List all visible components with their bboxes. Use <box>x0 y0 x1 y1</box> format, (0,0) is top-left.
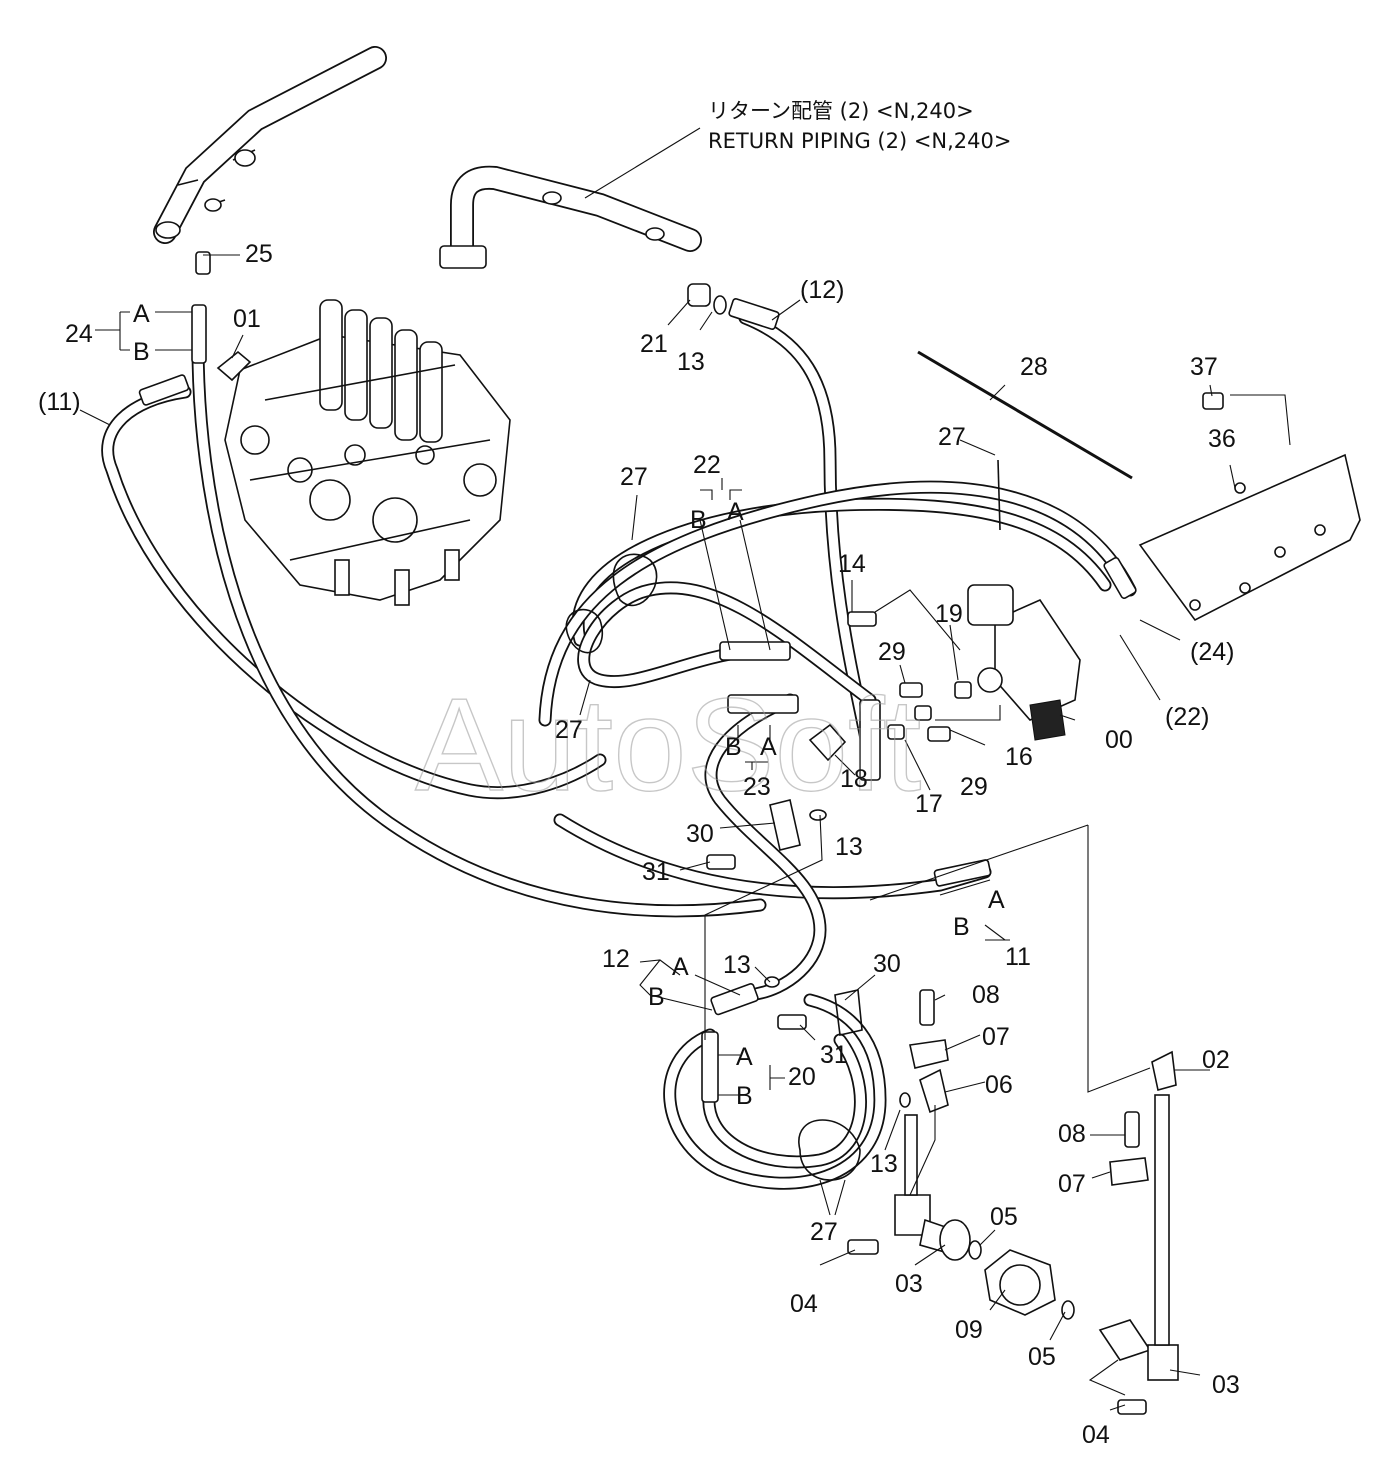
label-27-mid: 27 <box>555 716 583 744</box>
label-22-b: B <box>690 506 707 534</box>
label-22-a: A <box>727 498 744 526</box>
label-22-ref: (22) <box>1165 703 1209 731</box>
label-29-top: 29 <box>878 638 906 666</box>
label-24-b: B <box>133 338 150 366</box>
control-valve-assembly <box>224 299 511 606</box>
label-03-left: 03 <box>895 1270 923 1298</box>
watermark: AutoSoft <box>415 671 921 818</box>
label-12-b: B <box>648 983 665 1011</box>
label-11-b: B <box>953 913 970 941</box>
label-12: 12 <box>602 945 630 973</box>
label-01: 01 <box>233 305 261 333</box>
label-13-lower: 13 <box>723 951 751 979</box>
label-09: 09 <box>955 1316 983 1344</box>
label-28: 28 <box>1020 353 1048 381</box>
label-24-a: A <box>133 300 150 328</box>
hose-11-left <box>101 385 607 800</box>
label-03-right: 03 <box>1212 1371 1240 1399</box>
label-23-b: B <box>725 733 742 761</box>
label-24: 24 <box>65 320 93 348</box>
label-29-bottom: 29 <box>960 773 988 801</box>
label-27-left: 27 <box>620 463 648 491</box>
label-16: 16 <box>1005 743 1033 771</box>
hose-24-right <box>538 480 1137 727</box>
hose-22 <box>571 497 1112 647</box>
label-11-ref: (11) <box>38 388 81 416</box>
note-return-piping-ja: リターン配管 (2) <N,240> <box>708 99 974 123</box>
tee-fitting-03-right <box>1098 1094 1179 1381</box>
label-17: 17 <box>915 790 943 818</box>
hose-12-upper <box>738 311 877 767</box>
label-18: 18 <box>840 765 868 793</box>
label-31-bottom: 31 <box>820 1041 848 1069</box>
solenoid-valve-00 <box>967 584 1081 741</box>
label-22: 22 <box>693 451 721 479</box>
label-20: 20 <box>788 1063 816 1091</box>
return-pipe-left <box>153 46 387 244</box>
label-23: 23 <box>743 773 771 801</box>
label-12-a: A <box>672 953 689 981</box>
part-labels: 25 24 A B 01 (11) 21 13 (12) 28 37 36 27… <box>38 240 1240 1449</box>
label-13-mid: 13 <box>835 833 863 861</box>
label-08-top: 08 <box>972 981 1000 1009</box>
label-02: 02 <box>1202 1046 1230 1074</box>
label-05-bottom: 05 <box>1028 1343 1056 1371</box>
hose-23 <box>704 693 827 1002</box>
label-00: 00 <box>1105 726 1133 754</box>
note-return-piping-en: RETURN PIPING (2) <N,240> <box>708 129 1012 153</box>
label-05-top: 05 <box>990 1203 1018 1231</box>
label-11-a: A <box>988 886 1005 914</box>
label-04-left: 04 <box>790 1290 818 1318</box>
label-07-bottom: 07 <box>1058 1170 1086 1198</box>
label-13-bottom: 13 <box>870 1150 898 1178</box>
hose-20-inner <box>702 1033 867 1169</box>
label-37: 37 <box>1190 353 1218 381</box>
label-25: 25 <box>245 240 273 268</box>
return-pipe-middle <box>439 165 702 269</box>
label-14: 14 <box>838 550 866 578</box>
label-07-top: 07 <box>982 1023 1010 1051</box>
label-04-right: 04 <box>1082 1421 1110 1449</box>
label-20-a: A <box>736 1043 753 1071</box>
label-21: 21 <box>640 330 668 358</box>
label-08-bottom: 08 <box>1058 1120 1086 1148</box>
label-20-b: B <box>736 1082 753 1110</box>
label-27-top: 27 <box>938 423 966 451</box>
label-27-bottom: 27 <box>810 1218 838 1246</box>
label-19: 19 <box>935 600 963 628</box>
hose-24 <box>191 338 767 918</box>
bracket-36 <box>1138 453 1361 622</box>
hose-11 <box>553 813 992 900</box>
tee-fitting-03-left <box>894 1114 971 1261</box>
hose-20-loop <box>663 993 887 1190</box>
label-13-top: 13 <box>677 348 705 376</box>
rod-28 <box>917 350 1133 480</box>
label-30-bottom: 30 <box>873 950 901 978</box>
motor-09 <box>984 1249 1056 1316</box>
label-06: 06 <box>985 1071 1013 1099</box>
hose-fittings <box>138 298 1137 1103</box>
note-leader <box>584 127 701 199</box>
small-parts <box>195 251 1224 1415</box>
label-36: 36 <box>1208 425 1236 453</box>
label-30-top: 30 <box>686 820 714 848</box>
label-11: 11 <box>1005 943 1031 971</box>
clamps <box>565 459 1001 1181</box>
label-24-ref: (24) <box>1190 638 1234 666</box>
leader-lines <box>79 254 1291 1411</box>
label-12-ref: (12) <box>800 276 844 304</box>
label-31-top: 31 <box>642 858 670 886</box>
label-23-a: A <box>760 733 777 761</box>
